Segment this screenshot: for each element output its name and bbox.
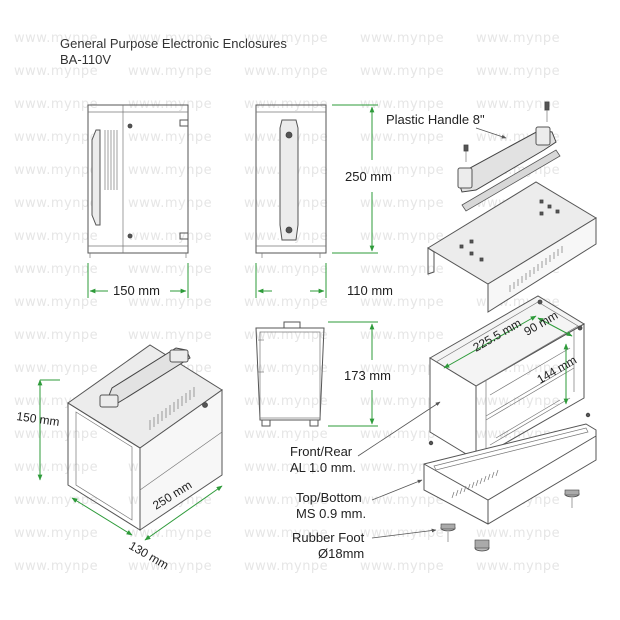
top-bottom-material: MS 0.9 mm. (296, 506, 366, 521)
watermark-text: www.mynpe (14, 460, 98, 475)
watermark-text: www.mynpe (476, 31, 560, 46)
front-width-label: 110 mm (347, 283, 393, 298)
watermark-text: www.mynpe (14, 229, 98, 244)
watermark-text: www.mynpe (244, 559, 328, 574)
exploded-handle (457, 101, 561, 212)
exploded-top-cover (427, 181, 597, 313)
watermark-text: www.mynpe (360, 427, 444, 442)
rear-view (255, 321, 325, 427)
watermark-text: www.mynpe (128, 229, 212, 244)
watermark-text: www.mynpe (128, 31, 212, 46)
inner-height-label: 144 mm (535, 353, 580, 387)
watermark-text: www.mynpe (14, 295, 98, 310)
watermark-text: www.mynpe (14, 526, 98, 541)
watermark-text: www.mynpe (14, 97, 98, 112)
model-code: BA-110V (60, 52, 111, 67)
watermark-text: www.mynpe (360, 526, 444, 541)
watermark-text: www.mynpe (244, 526, 328, 541)
watermark-text: www.mynpe (14, 130, 98, 145)
watermark-text: www.mynpe (360, 163, 444, 178)
front-view (255, 104, 327, 258)
watermark-text: www.mynpe (244, 460, 328, 475)
rubber-foot-size: Ø18mm (318, 546, 364, 561)
watermark-text: www.mynpe (128, 559, 212, 574)
watermark-text: www.mynpe (14, 31, 98, 46)
watermark-text: www.mynpe (244, 361, 328, 376)
watermark-text: www.mynpe (14, 493, 98, 508)
side-width-label: 150 mm (113, 283, 160, 298)
dim-rear-height: 173 mm (328, 321, 391, 427)
rubber-feet (440, 489, 580, 552)
watermark-text: www.mynpe (476, 394, 560, 409)
watermark-text: www.mynpe (14, 196, 98, 211)
handle-callout: Plastic Handle 8" (386, 112, 507, 139)
watermark-text: www.mynpe (476, 526, 560, 541)
handle-label: Plastic Handle 8" (386, 112, 485, 127)
watermark-text: www.mynpe (360, 361, 444, 376)
top-bottom-label: Top/Bottom (296, 490, 362, 505)
dim-side-width: 150 mm (87, 263, 189, 298)
watermark-text: www.mynpe (476, 64, 560, 79)
watermark-text: www.mynpe (128, 262, 212, 277)
watermark-text: www.mynpe (360, 559, 444, 574)
watermark-text: www.mynpe (244, 31, 328, 46)
top-bottom-callout: Top/Bottom MS 0.9 mm. (296, 479, 423, 521)
front-rear-material: AL 1.0 mm. (290, 460, 356, 475)
watermark-text: www.mynpe (14, 64, 98, 79)
watermark-text: www.mynpe (14, 163, 98, 178)
watermark-text: www.mynpe (14, 559, 98, 574)
watermark-text: www.mynpe (128, 163, 212, 178)
watermark-text: www.mynpe (14, 427, 98, 442)
dim-iso-depth: 150 mm (16, 379, 61, 481)
rubber-foot-label: Rubber Foot (292, 530, 365, 545)
watermark-text: www.mynpe (360, 196, 444, 211)
watermark-text: www.mynpe (360, 262, 444, 277)
watermark-text: www.mynpe (14, 361, 98, 376)
watermark-text: www.mynpe (360, 295, 444, 310)
watermark-text: www.mynpe (128, 196, 212, 211)
watermark-text: www.mynpe (360, 328, 444, 343)
watermark-text: www.mynpe (128, 328, 212, 343)
watermark-text: www.mynpe (14, 262, 98, 277)
side-view (87, 104, 189, 258)
watermark-text: www.mynpe (476, 559, 560, 574)
watermark-text: www.mynpe (128, 64, 212, 79)
watermark-text: www.mynpe (244, 262, 328, 277)
watermark-text: www.mynpe (360, 97, 444, 112)
rubber-foot-callout: Rubber Foot Ø18mm (292, 528, 437, 561)
watermark-text: www.mynpe (360, 31, 444, 46)
watermark-text: www.mynpe (14, 328, 98, 343)
exploded-bottom-tray (423, 412, 597, 525)
watermark-text: www.mynpe (244, 295, 328, 310)
watermark-text: www.mynpe (128, 130, 212, 145)
dim-front-width: 110 mm (255, 263, 393, 298)
watermark-text: www.mynpe (244, 64, 328, 79)
front-height-label: 250 mm (345, 169, 392, 184)
watermark-text: www.mynpe (360, 493, 444, 508)
watermark-text: www.mynpe (244, 493, 328, 508)
rear-height-label: 173 mm (344, 368, 391, 383)
watermark-text: www.mynpe (244, 427, 328, 442)
diagram-title: General Purpose Electronic Enclosures (60, 36, 287, 51)
iso-depth-label: 150 mm (16, 409, 61, 429)
watermark-text: www.mynpe (360, 229, 444, 244)
watermark-text: www.mynpe (244, 394, 328, 409)
front-rear-label: Front/Rear (290, 444, 353, 459)
watermark-text: www.mynpe (476, 97, 560, 112)
watermark-text: www.mynpe (360, 64, 444, 79)
dim-front-height: 250 mm (332, 104, 392, 254)
watermark-text: www.mynpe (360, 130, 444, 145)
watermark-text: www.mynpe (128, 295, 212, 310)
front-rear-callout: Front/Rear AL 1.0 mm. (290, 401, 441, 475)
watermark-text: www.mynpe (360, 394, 444, 409)
watermark-text: www.mynpe (360, 460, 444, 475)
